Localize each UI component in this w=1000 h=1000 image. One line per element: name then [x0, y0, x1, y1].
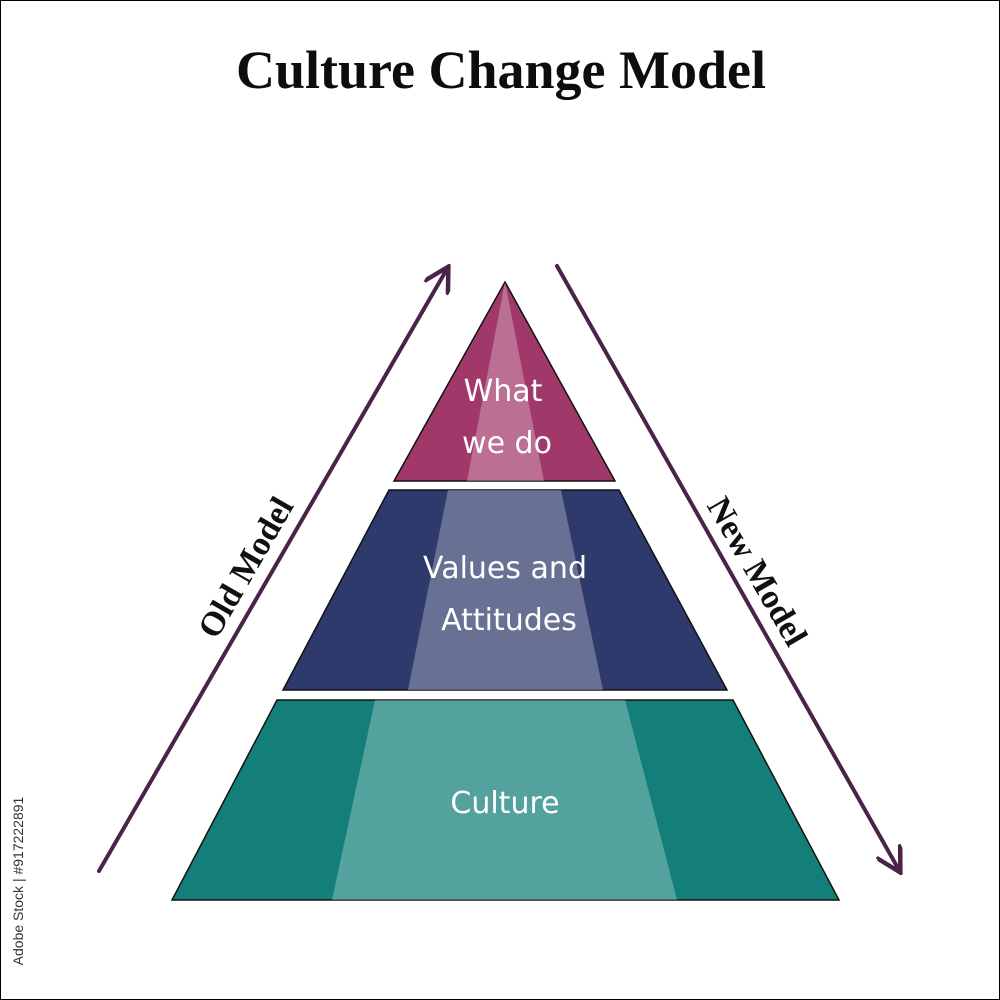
level-top-highlight: [467, 282, 544, 481]
level-bottom-highlight: [332, 700, 677, 900]
level-top-shape: [392, 280, 617, 482]
level-middle-highlight: [408, 490, 603, 690]
new-model-arrow: [555, 264, 899, 870]
level-bottom-shape: [170, 699, 841, 901]
level-middle-label-line1: Values and: [423, 551, 587, 586]
level-bottom-label: Culture: [450, 786, 559, 821]
level-middle-shape: [281, 489, 729, 691]
pyramid-level-bottom: Culture: [170, 699, 841, 901]
pyramid-level-middle: Values and Attitudes: [281, 489, 729, 691]
old-model-label: Old Model: [191, 491, 301, 644]
new-model-label: New Model: [699, 491, 814, 653]
stock-watermark-text: Adobe Stock | #917222891: [10, 796, 26, 966]
pyramid-level-top: What we do: [392, 280, 617, 482]
level-top-label-line1: What: [464, 374, 543, 409]
old-model-arrow: [97, 269, 447, 873]
page-title: Culture Change Model: [235, 40, 766, 100]
level-top-label-line2: we do: [462, 426, 552, 461]
stock-watermark: Adobe Stock | #917222891: [3, 761, 33, 999]
level-middle-label-line2: Attitudes: [441, 603, 577, 638]
